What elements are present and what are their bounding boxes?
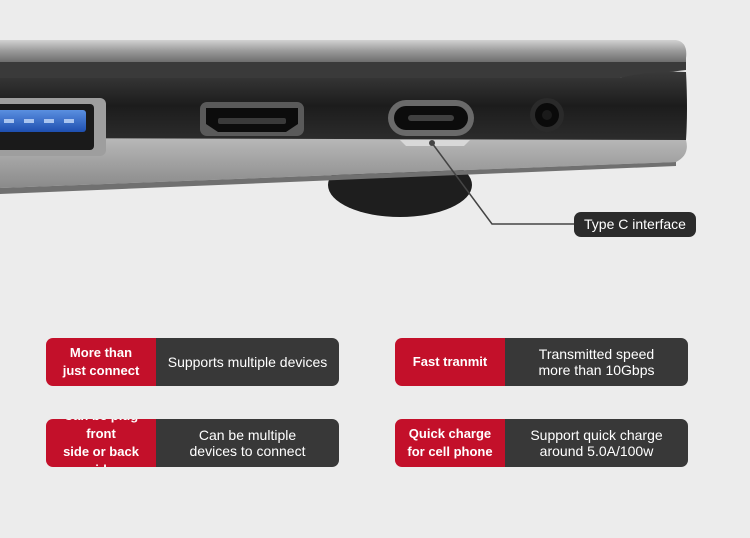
feature-tag: Quick charge for cell phone — [395, 419, 505, 467]
usb-c-port-icon — [388, 100, 474, 146]
micro-usb-port-icon — [200, 102, 304, 136]
feature-description: Can be multiple devices to connect — [156, 419, 339, 467]
feature-tag: More than just connect — [46, 338, 156, 386]
feature-description: Support quick charge around 5.0A/100w — [505, 419, 688, 467]
feature-card-reversible-plug: Can be plug front side or back side Can … — [46, 419, 339, 467]
feature-tag: Fast tranmit — [395, 338, 505, 386]
laptop-base — [0, 138, 687, 188]
callout-leader-line — [429, 140, 574, 225]
usb-a-port-icon — [0, 98, 106, 156]
feature-tag: Can be plug front side or back side — [46, 419, 156, 467]
feature-description: Transmitted speed more than 10Gbps — [505, 338, 688, 386]
audio-jack-icon — [530, 98, 564, 132]
laptop-lid — [0, 40, 687, 62]
feature-card-quick-charge: Quick charge for cell phone Support quic… — [395, 419, 688, 467]
laptop-body — [0, 71, 687, 140]
type-c-callout-label: Type C interface — [574, 212, 696, 237]
feature-description: Supports multiple devices — [156, 338, 339, 386]
feature-card-more-than-connect: More than just connect Supports multiple… — [46, 338, 339, 386]
feature-card-fast-transmit: Fast tranmit Transmitted speed more than… — [395, 338, 688, 386]
